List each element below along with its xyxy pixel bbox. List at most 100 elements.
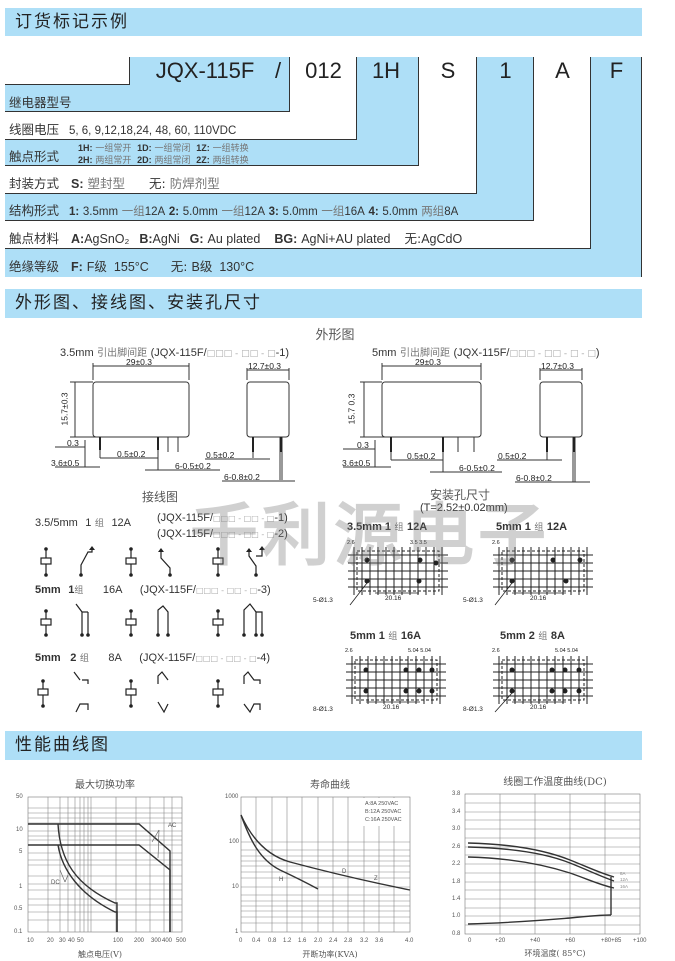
row-model: 继电器型号 (9, 92, 72, 111)
text: (JQX-115F/ (453, 347, 510, 359)
dim-length-right: 29±0.3 (415, 357, 441, 367)
chart1-ytick: 0.5 (14, 906, 23, 912)
chart1-xlabel: 触点电压(V) (77, 950, 123, 959)
chart2-xtick: 3.6 (375, 938, 384, 944)
mount-p1-title: 3.5mm 1 组 12A (347, 520, 427, 533)
key: 无: (170, 259, 188, 274)
chart1-xtick: 200 (134, 938, 145, 944)
key: 2D: (137, 155, 152, 165)
text: 组 (94, 519, 104, 529)
wiring-g2-spec: 5mm 1组 16A (JQX-115F/□□□ - □□ - □-3) (35, 583, 271, 596)
code-model: JQX-115F (155, 58, 255, 83)
value: 8A (444, 206, 459, 218)
contact-form-values: 1H: 一组常开 1D: 一组常闭 1Z: 一组转换 2H: 两组常开 2D: … (78, 143, 249, 167)
text: 组 (74, 586, 84, 596)
chart1-xtick: 500 (176, 938, 187, 944)
mount-p1-dim-span: 20.16 (385, 595, 402, 602)
text: □□□ - □□ - □ (206, 349, 276, 359)
text: 5mm 2 (500, 630, 535, 642)
value: AgNi (152, 232, 180, 246)
chart2-xtick: 3.2 (360, 938, 369, 944)
row-label: 绝缘等级 (9, 259, 60, 274)
chart2-annot-h: H (279, 877, 284, 883)
coil-symbol-icon (40, 611, 52, 635)
coil-symbol-icon (212, 681, 224, 706)
row-package: 封装方式 S: 塑封型 无: 防焊剂型 (9, 173, 220, 192)
text: 组 (534, 523, 544, 533)
chart3-xtick: +20 (495, 938, 506, 944)
code-slash: / (274, 58, 282, 83)
key: 1D: (137, 143, 152, 153)
section-header-ordering: 订货标记示例 (5, 8, 642, 36)
key: 4: (368, 206, 379, 218)
text: 5mm (35, 652, 61, 664)
mount-p2-dim-span: 20.16 (530, 595, 547, 602)
text: 8A (108, 652, 122, 664)
outline-right-caption: 5mm 引出脚间距 (JQX-115F/□□□ - □□ - □ - □) (372, 344, 600, 359)
chart2-xtick: 0.8 (268, 938, 277, 944)
dim-pin-count-side-left: 6-0.8±0.2 (224, 472, 260, 482)
chart3-xtick: +100 (633, 938, 647, 944)
wiring-g1-model2: (JQX-115F/□□□ - □□ - □-2) (157, 527, 288, 540)
chart1-xtick: 30 (59, 938, 66, 944)
value: 5.0mm (282, 206, 318, 218)
chart3-legend-8a: 8A (620, 871, 626, 876)
value: 一组 (321, 204, 345, 218)
value: 两组 (421, 204, 445, 218)
text: (JQX-115F/ (150, 347, 207, 359)
value: 12A (244, 206, 265, 218)
dim-length-left: 29±0.3 (126, 357, 152, 367)
value: AgSnO₂ (84, 232, 130, 246)
key: B: (139, 232, 153, 246)
section-header-performance: 性能曲线图 (5, 731, 642, 760)
outline-title: 外形图 (315, 328, 355, 343)
mount-p1-dim-top: 2.6 (347, 540, 355, 546)
code-voltage: 012 (305, 58, 342, 83)
chart2-xtick: 0 (239, 938, 243, 944)
outline-left-caption: 3.5mm 引出脚间距 (JQX-115F/□□□ - □□ - □-1) (60, 344, 289, 359)
chart2-ytick: 100 (229, 839, 240, 845)
chart1-xtick: 40 (68, 938, 75, 944)
chart2-xtick: 1.2 (283, 938, 292, 944)
text: 16A (102, 584, 123, 596)
text: 8A (550, 630, 565, 642)
chart1-ytick: 1 (19, 884, 23, 890)
mount-p3-dim-top: 2.6 (345, 648, 353, 654)
row-structure: 结构形式 1: 3.5mm 一组12A 2: 5.0mm 一组12A 3: 5.… (9, 200, 458, 219)
key: S: (71, 177, 84, 191)
coil-symbol-icon (212, 549, 224, 575)
row-label: 触点形式 (9, 149, 60, 164)
chart2-ytick: 1000 (225, 794, 239, 800)
code-material: A (555, 58, 570, 83)
value: AgNi+AU plated (301, 232, 391, 246)
value: 两组转换 (212, 156, 249, 166)
mount-p3-dim-span: 20.16 (383, 704, 400, 711)
text: 12A (407, 521, 428, 533)
text: 12A (111, 517, 132, 529)
chart2-xtick: 2.8 (344, 938, 353, 944)
value: 塑封型 (87, 176, 125, 191)
value: 两组常开 (95, 156, 132, 166)
dim-pin-side-left: 0.5±0.2 (206, 450, 235, 460)
chart3-legend-16a: 16A (620, 884, 629, 889)
value: 155°C (113, 260, 149, 274)
text: 引出脚间距 (399, 348, 450, 359)
value: 一组 (221, 204, 245, 218)
value: 一组常开 (95, 144, 132, 154)
dim-gap-right: 0.3 (357, 440, 369, 450)
chart3-ytick: 1.0 (452, 913, 461, 919)
chart3-title: 线圈工作温度曲线(DC) (503, 777, 607, 788)
value: Au plated (207, 232, 261, 246)
text: 1 (85, 517, 92, 529)
dim-pin-count-right: 6-0.5±0.2 (459, 463, 495, 473)
value: 16A (344, 206, 365, 218)
row-insulation: 绝缘等级 F: F级 155°C 无: B级 130°C (9, 256, 254, 275)
dim-pin-offset-left: 3.6±0.5 (51, 458, 80, 468)
chart1-xtick: 10 (27, 938, 34, 944)
text: -2) (274, 528, 288, 540)
chart1-title: 最大切换功率 (75, 780, 135, 791)
